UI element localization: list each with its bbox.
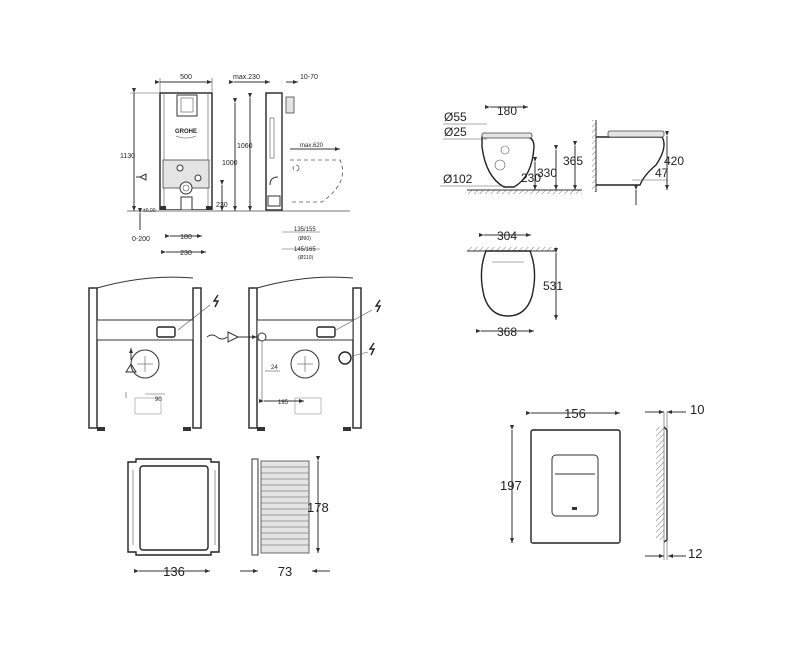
dim-access-depth: 73 — [278, 564, 292, 579]
bowl-top-view: 304 368 531 — [467, 229, 563, 339]
dim-diameter-55: Ø55 — [444, 110, 467, 124]
dim-frame-height: 1130 — [120, 153, 135, 160]
dim-front-width: 368 — [497, 325, 517, 339]
dim-side-height: 1060 — [237, 143, 253, 150]
dim-plate-thickness-top: 10 — [690, 402, 704, 417]
brand-label: GROHE — [175, 129, 197, 135]
dim-electric-right-small: 24 — [271, 365, 278, 371]
flush-plate: 156 197 10 12 — [500, 402, 704, 561]
dim-pipe-90: 135/155 — [294, 227, 316, 233]
dim-electric-right-large: 195 — [278, 400, 289, 406]
dim-flush-height: 1000 — [222, 160, 238, 167]
electric-install-left: 90 — [88, 276, 220, 431]
dim-electric-left: 90 — [155, 397, 162, 403]
dim-diameter-102: Ø102 — [443, 172, 473, 186]
frame-front-view: GROHE 500 1130 1000 230 ±0,00 0-200 180 … — [120, 74, 350, 257]
dim-frame-width: 500 — [180, 74, 192, 81]
dim-access-width: 136 — [163, 564, 185, 579]
dim-spacing-230: 230 — [180, 250, 192, 257]
dim-rear-width: 304 — [497, 229, 517, 243]
dim-bowl-h230: 230 — [521, 171, 541, 185]
dim-drain-height: 230 — [216, 202, 228, 209]
dim-plate-height: 197 — [500, 478, 522, 493]
access-box: 136 178 73 — [127, 456, 330, 579]
dim-pipe-110: 145/165 — [294, 247, 316, 253]
dim-spacing-180: 180 — [180, 234, 192, 241]
note-pipe-110: (Ø110) — [298, 255, 314, 261]
dim-max-projection: max.620 — [300, 143, 324, 149]
dim-bowl-h365: 365 — [563, 154, 583, 168]
dim-access-height: 178 — [307, 500, 329, 515]
dim-max-depth: max.230 — [233, 74, 260, 81]
dim-plate-thickness-bottom: 12 — [688, 546, 702, 561]
floor-reference: ±0,00 — [143, 208, 156, 214]
dim-bowl-width-180: 180 — [497, 104, 517, 118]
dim-wall-range: 10-70 — [300, 74, 318, 81]
bowl-front-view: 180 Ø55 Ø25 Ø102 230 330 365 — [440, 104, 583, 194]
frame-side-view: max.230 10-70 1060 max.620 135/155 (Ø90)… — [229, 74, 344, 261]
note-pipe-90: (Ø90) — [298, 236, 311, 242]
dim-plate-width: 156 — [564, 406, 586, 421]
electric-install-right: 24 195 — [206, 276, 382, 431]
dim-bowl-h330: 330 — [537, 166, 557, 180]
dim-adjust-range: 0-200 — [132, 236, 150, 243]
dim-bowl-length: 531 — [543, 279, 563, 293]
bowl-side-view: 420 47 — [592, 120, 684, 205]
dim-diameter-25: Ø25 — [444, 125, 467, 139]
dim-bowl-side-offset: 47 — [655, 166, 669, 180]
dim-bowl-side-height: 420 — [664, 154, 684, 168]
